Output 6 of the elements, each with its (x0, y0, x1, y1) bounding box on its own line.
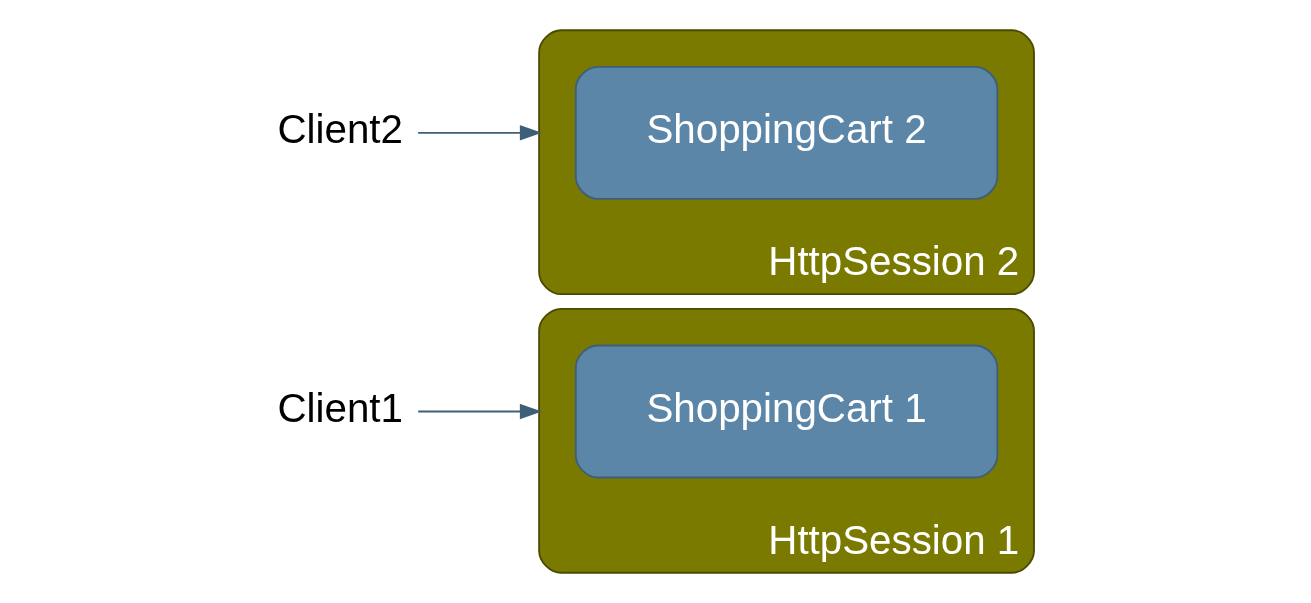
arrow (417, 125, 542, 141)
node-text: Client1 (277, 384, 403, 431)
node-box: ShoppingCart 1 (574, 344, 999, 479)
node-text: Client2 (277, 106, 403, 153)
node-box: ShoppingCart 2 (574, 65, 999, 200)
arrow (417, 403, 542, 420)
